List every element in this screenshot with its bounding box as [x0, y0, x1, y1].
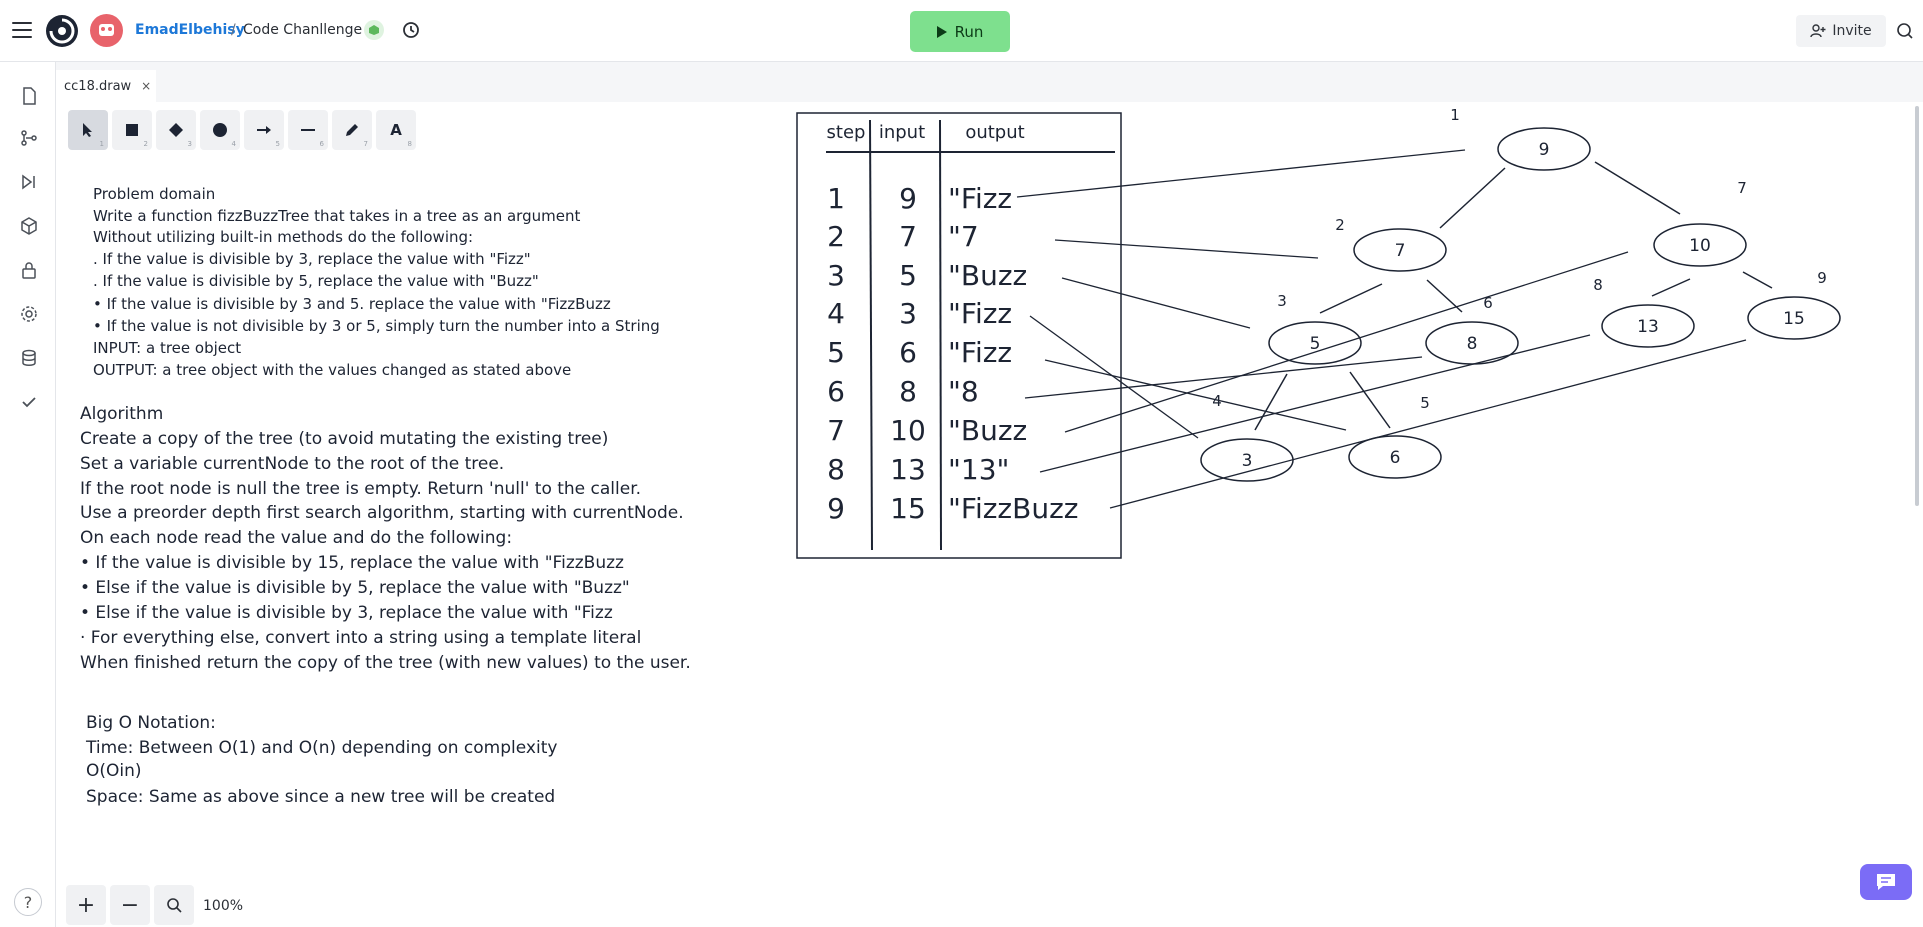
sidebar	[0, 62, 56, 927]
top-bar: EmadElbehisy / Code Chanllenge Run Invit…	[0, 0, 1923, 62]
rectangle-tool[interactable]: 2	[112, 110, 152, 150]
scrollbar-thumb[interactable]	[1915, 106, 1919, 506]
drawing-canvas[interactable]	[56, 102, 1923, 927]
app-logo-icon[interactable]	[45, 14, 79, 48]
arrow-tool[interactable]: 5	[244, 110, 284, 150]
breadcrumb-user[interactable]: EmadElbehisy	[135, 22, 245, 38]
zoom-controls: + −	[66, 885, 194, 925]
tab-bar: cc18.draw ×	[56, 62, 1923, 102]
diamond-icon	[169, 123, 183, 137]
cursor-icon	[83, 123, 92, 137]
invite-button[interactable]: Invite	[1796, 15, 1886, 47]
run-button[interactable]: Run	[910, 11, 1010, 52]
line-icon	[301, 129, 315, 131]
tab-label: cc18.draw	[64, 78, 132, 94]
add-person-icon	[1810, 24, 1826, 38]
help-icon[interactable]: ?	[14, 888, 42, 916]
database-icon[interactable]	[19, 348, 39, 368]
chat-icon	[1877, 874, 1895, 890]
close-tab-icon[interactable]: ×	[141, 79, 152, 93]
run-label: Run	[954, 22, 984, 41]
history-icon[interactable]	[401, 20, 421, 40]
square-icon	[126, 124, 138, 136]
language-badge-icon[interactable]	[364, 20, 384, 40]
line-tool[interactable]: 6	[288, 110, 328, 150]
chat-button[interactable]	[1860, 864, 1912, 900]
arrow-icon	[257, 126, 271, 134]
settings-icon[interactable]	[19, 304, 39, 324]
zoom-reset-button[interactable]	[154, 885, 194, 925]
breadcrumb-project[interactable]: Code Chanllenge	[243, 22, 363, 38]
play-icon	[936, 25, 947, 38]
draw-tool[interactable]: 7	[332, 110, 372, 150]
zoom-level: 100%	[203, 898, 244, 914]
menu-icon[interactable]	[12, 22, 32, 38]
lock-icon[interactable]	[19, 260, 39, 280]
invite-label: Invite	[1832, 23, 1872, 39]
files-icon[interactable]	[19, 86, 39, 106]
check-icon[interactable]	[19, 392, 39, 412]
zoom-reset-icon	[167, 898, 182, 913]
git-icon[interactable]	[19, 128, 39, 148]
circle-icon	[213, 123, 227, 137]
diamond-tool[interactable]: 3	[156, 110, 196, 150]
breadcrumb-separator: /	[231, 22, 236, 38]
ellipse-tool[interactable]: 4	[200, 110, 240, 150]
search-icon[interactable]	[1896, 22, 1914, 40]
zoom-in-button[interactable]: +	[66, 885, 106, 925]
debugger-icon[interactable]	[19, 172, 39, 192]
tab-cc18-draw[interactable]: cc18.draw ×	[56, 70, 156, 102]
select-tool[interactable]: 1	[68, 110, 108, 150]
avatar[interactable]	[90, 14, 123, 47]
text-tool-label: A	[390, 121, 402, 139]
pencil-icon	[346, 124, 358, 136]
text-tool[interactable]: A 8	[376, 110, 416, 150]
zoom-out-button[interactable]: −	[110, 885, 150, 925]
packages-icon[interactable]	[19, 216, 39, 236]
